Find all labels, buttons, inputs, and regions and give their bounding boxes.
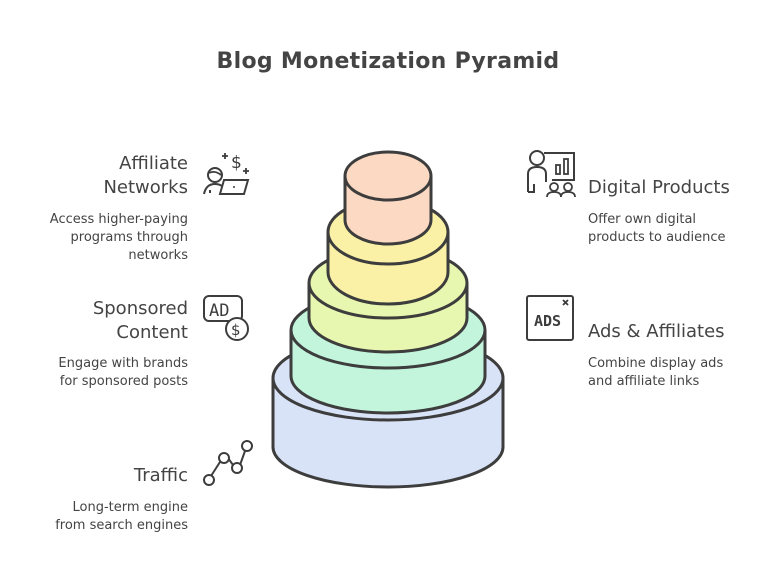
ads-affiliates-title: Ads & Affiliates <box>588 321 725 342</box>
svg-text:$: $ <box>231 153 242 173</box>
person-laptop-dollar-icon: $ <box>203 153 250 195</box>
traffic-title: Traffic <box>133 465 188 486</box>
svg-text:$: $ <box>231 321 241 339</box>
presenter-chart-icon <box>527 150 576 198</box>
affiliate-networks-description: Access higher-paying programs through ne… <box>49 212 188 263</box>
ads-window-icon: ADS <box>526 295 574 341</box>
digital-products-title: Digital Products <box>588 177 730 198</box>
ads-affiliates-description: Combine display ads and affiliate links <box>588 356 724 389</box>
tier-1-digital <box>343 150 433 246</box>
line-graph-icon <box>203 440 253 486</box>
svg-text:AD: AD <box>209 301 229 321</box>
diagram-title: Blog Monetization Pyramid <box>216 49 560 74</box>
ad-dollar-icon: AD $ <box>203 295 249 341</box>
svg-text:ADS: ADS <box>534 312 561 330</box>
sponsored-content-description: Engage with brands for sponsored posts <box>58 356 188 389</box>
traffic-description: Long-term engine from search engines <box>55 500 188 533</box>
digital-products-description: Offer own digital products to audience <box>588 212 726 245</box>
sponsored-content-title: Sponsored Content <box>92 298 188 343</box>
affiliate-networks-title: Affiliate Networks <box>103 153 188 198</box>
